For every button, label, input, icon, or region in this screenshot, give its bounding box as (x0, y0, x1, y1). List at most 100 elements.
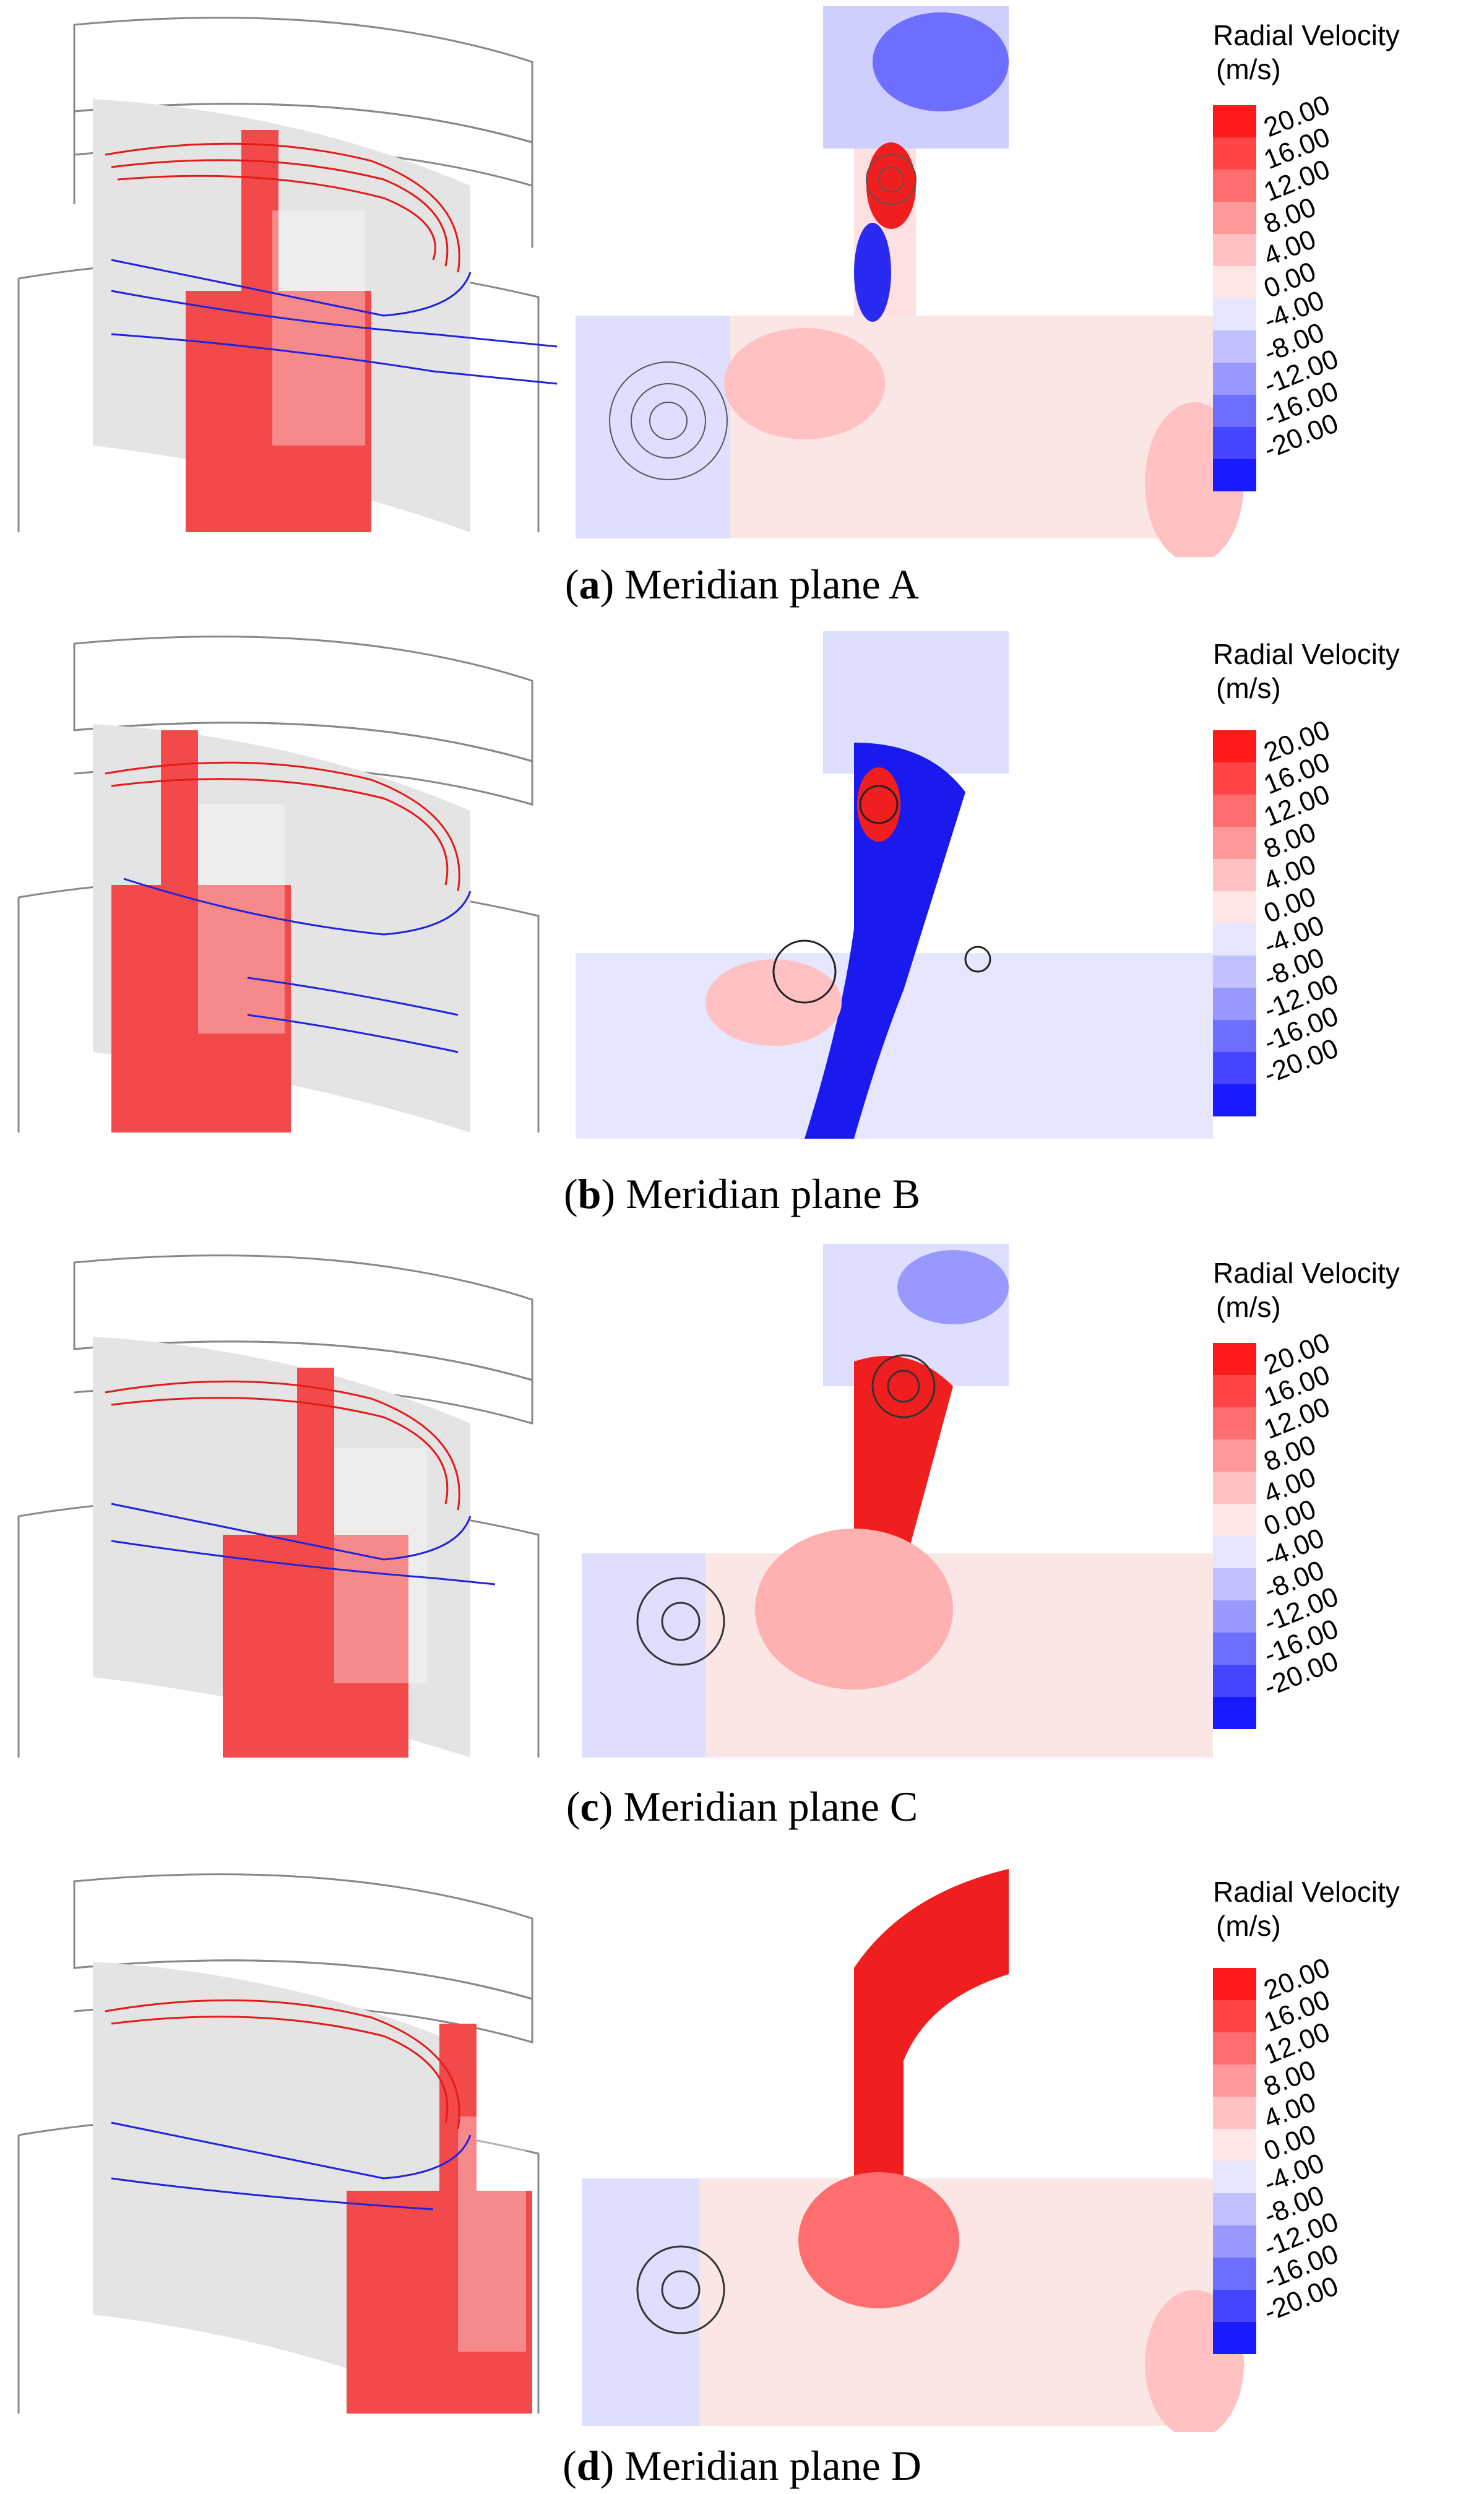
panel-b-red-blade-upper (161, 730, 198, 904)
legend-swatch (1213, 1665, 1256, 1697)
panel-b-red-core (857, 767, 900, 842)
legend-swatch (1213, 1052, 1256, 1084)
panel-c-translucent-blade (334, 1448, 427, 1683)
panel-b-legend-bar: 20.0016.0012.008.004.000.00-4.00-8.00-12… (1213, 715, 1342, 1116)
legend-swatch (1213, 956, 1256, 988)
panel-d-streamlines-red (105, 1999, 460, 2129)
panel-d-legend-bar: 20.0016.0012.008.004.000.00-4.00-8.00-12… (1213, 1952, 1342, 2354)
legend-swatch (1213, 1968, 1256, 2000)
legend-swatch (1213, 827, 1256, 859)
caption-d: (d) Meridian plane D (563, 2442, 921, 2489)
legend-swatch (1213, 1697, 1256, 1729)
legend-title: Radial Velocity (1213, 19, 1400, 51)
panel-c-legend-bar: 20.0016.0012.008.004.000.00-4.00-8.00-12… (1213, 1327, 1342, 1729)
legend-swatch (1213, 2322, 1256, 2354)
panel-c-red-blade-lower (223, 1535, 408, 1758)
panel-d-translucent-blade (458, 2116, 526, 2352)
panel-c-figure: 20.0016.0012.008.004.000.00-4.00-8.00-12… (17, 1244, 1342, 1758)
panel-c-blue-left-region (582, 1553, 705, 1758)
panel-a-blue-core (854, 223, 891, 322)
panel-a-pink-blob (724, 328, 885, 439)
panel-b-figure: 20.0016.0012.008.004.000.00-4.00-8.00-12… (17, 631, 1342, 1139)
legend-swatch (1213, 762, 1256, 795)
panel-b-translucent-blade (198, 805, 285, 1033)
legend-swatch (1213, 363, 1256, 395)
panel-d-streamlines-blue (111, 2121, 472, 2211)
legend-swatch (1213, 2258, 1256, 2290)
legend-unit: (m/s) (1216, 1910, 1281, 1942)
panel-c-streamlines-blue (111, 1503, 496, 1586)
panel-d-figure: 20.0016.0012.008.004.000.00-4.00-8.00-12… (17, 1869, 1342, 2432)
legend-swatch (1213, 1439, 1256, 1472)
legend-swatch (1213, 1407, 1256, 1439)
panel-a-vortex (609, 154, 917, 480)
legend-swatch (1213, 2065, 1256, 2097)
legend-swatch (1213, 2193, 1256, 2225)
legend-swatch (1213, 427, 1256, 459)
legend-swatch (1213, 2161, 1256, 2193)
panel-a-figure: 20.0016.0012.008.004.000.00-4.00-8.00-12… (17, 6, 1342, 557)
legend-swatch (1213, 105, 1256, 137)
legend-swatch (1213, 1633, 1256, 1665)
legend-swatch (1213, 170, 1256, 202)
legend-swatch (1213, 2290, 1256, 2322)
panel-d-red-blade-upper (439, 2024, 477, 2203)
legend-swatch (1213, 2032, 1256, 2065)
panel-a-translucent-blade (272, 210, 365, 446)
panel-a-blue-left-region (576, 316, 730, 538)
panel-a-legend-bar: 20.0016.0012.008.004.000.00-4.00-8.00-12… (1213, 90, 1342, 491)
legend-swatch (1213, 266, 1256, 298)
panel-a-red-blade-upper (241, 130, 278, 303)
panel-c-pink-blob (755, 1529, 953, 1689)
legend-swatch (1213, 1568, 1256, 1600)
panel-a-blue-region-top (873, 12, 1009, 111)
legend-swatch (1213, 1600, 1256, 1633)
legend-swatch (1213, 2000, 1256, 2032)
panel-b-vortex (772, 785, 991, 1004)
legend-swatch (1213, 891, 1256, 923)
panel-d-red-blade-lower (347, 2191, 532, 2414)
legend-swatch (1213, 2097, 1256, 2129)
legend-swatch (1213, 730, 1256, 762)
panel-a-streamlines-blue (111, 259, 558, 385)
legend-title: Radial Velocity (1213, 638, 1400, 670)
legend-swatch (1213, 2225, 1256, 2258)
legend-swatch (1213, 137, 1256, 170)
legend-swatch (1213, 459, 1256, 491)
panel-a-streamlines-red (105, 142, 460, 273)
legend-title: Radial Velocity (1213, 1876, 1400, 1908)
legend-swatch (1213, 923, 1256, 956)
panel-b-pink-blob (705, 959, 842, 1046)
legend-swatch (1213, 1084, 1256, 1116)
legend-swatch (1213, 988, 1256, 1020)
legend-swatch (1213, 1020, 1256, 1052)
panel-b-channel-top (823, 631, 1009, 774)
legend-swatch (1213, 298, 1256, 330)
panel-d-red-jet (854, 1869, 1009, 2178)
legend-swatch (1213, 1536, 1256, 1568)
legend-swatch (1213, 330, 1256, 363)
legend-unit: (m/s) (1216, 672, 1281, 704)
legend-swatch (1213, 1343, 1256, 1375)
legend-swatch (1213, 795, 1256, 827)
panel-d-vortex (636, 2245, 725, 2334)
panel-c-streamlines-red (105, 1380, 460, 1511)
caption-a: (a) Meridian plane A (564, 561, 920, 608)
caption-c: (c) Meridian plane C (566, 1783, 918, 1830)
panel-b-red-blade-lower (111, 885, 291, 1133)
legend-swatch (1213, 1375, 1256, 1407)
legend-swatch (1213, 234, 1256, 266)
legend-unit: (m/s) (1216, 1291, 1281, 1323)
panel-c-vortex (636, 1354, 936, 1666)
legend-swatch (1213, 2129, 1256, 2161)
panel-c-blue-region-top (897, 1250, 1009, 1324)
legend-swatch (1213, 395, 1256, 427)
panel-d-red-blob (798, 2172, 959, 2308)
legend-swatch (1213, 1472, 1256, 1504)
panel-c-red-jet (854, 1356, 953, 1560)
panel-d-blue-left-region (582, 2178, 699, 2426)
panel-c-red-blade-upper (297, 1368, 334, 1541)
